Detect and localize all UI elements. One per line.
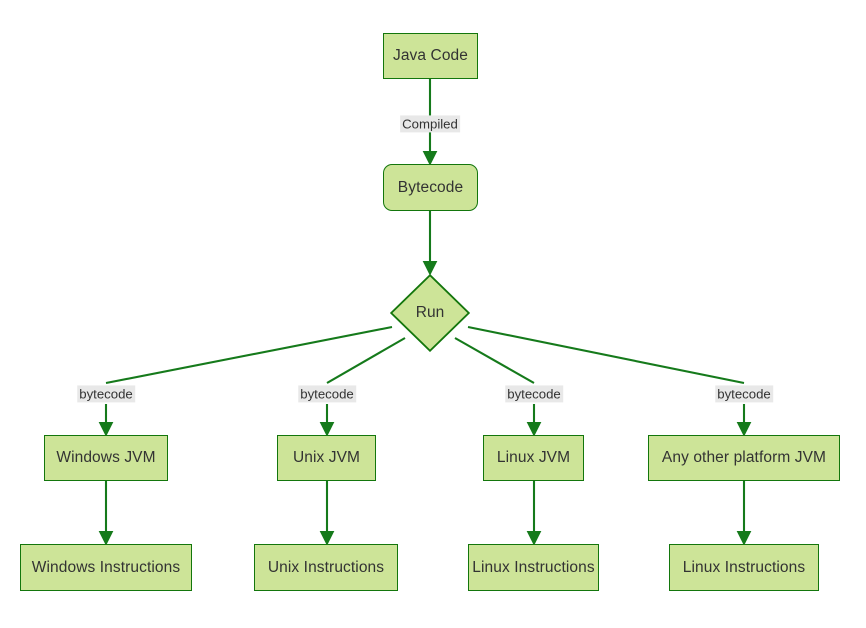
node-linux-instructions[interactable]: Linux Instructions xyxy=(468,544,599,591)
edge-label-compiled: Compiled xyxy=(400,115,460,133)
node-run-decision[interactable]: Run xyxy=(390,274,470,352)
node-unix-jvm[interactable]: Unix JVM xyxy=(277,435,376,481)
node-other-platform-instructions-label: Linux Instructions xyxy=(682,558,806,576)
node-linux-jvm[interactable]: Linux JVM xyxy=(483,435,584,481)
node-unix-jvm-label: Unix JVM xyxy=(292,449,361,467)
edge-label-bytecode-unix: bytecode xyxy=(298,385,356,403)
node-bytecode[interactable]: Bytecode xyxy=(383,164,478,211)
edge-label-bytecode-windows: bytecode xyxy=(77,385,135,403)
edge-label-bytecode-other: bytecode xyxy=(715,385,773,403)
edge-run-to-unix-jvm xyxy=(326,337,406,384)
node-other-platform-instructions[interactable]: Linux Instructions xyxy=(669,544,819,591)
diamond-shape xyxy=(390,274,470,352)
node-any-other-platform-jvm-label: Any other platform JVM xyxy=(661,449,827,467)
edge-run-to-other-jvm xyxy=(467,325,745,385)
node-unix-instructions-label: Unix Instructions xyxy=(267,558,385,576)
edge-run-to-windows-jvm xyxy=(105,325,393,385)
edge-run-to-linux-jvm xyxy=(454,337,535,384)
node-unix-instructions[interactable]: Unix Instructions xyxy=(254,544,398,591)
node-any-other-platform-jvm[interactable]: Any other platform JVM xyxy=(648,435,840,481)
node-run-label: Run xyxy=(415,304,445,322)
node-bytecode-label: Bytecode xyxy=(397,178,464,196)
node-linux-jvm-label: Linux JVM xyxy=(496,449,571,467)
node-java-code[interactable]: Java Code xyxy=(383,33,478,79)
node-windows-jvm-label: Windows JVM xyxy=(56,449,156,467)
edge-label-bytecode-linux: bytecode xyxy=(505,385,563,403)
node-linux-instructions-label: Linux Instructions xyxy=(472,558,595,576)
node-windows-jvm[interactable]: Windows JVM xyxy=(44,435,168,481)
node-windows-instructions[interactable]: Windows Instructions xyxy=(20,544,192,591)
node-windows-instructions-label: Windows Instructions xyxy=(31,558,181,576)
node-java-code-label: Java Code xyxy=(392,47,468,65)
